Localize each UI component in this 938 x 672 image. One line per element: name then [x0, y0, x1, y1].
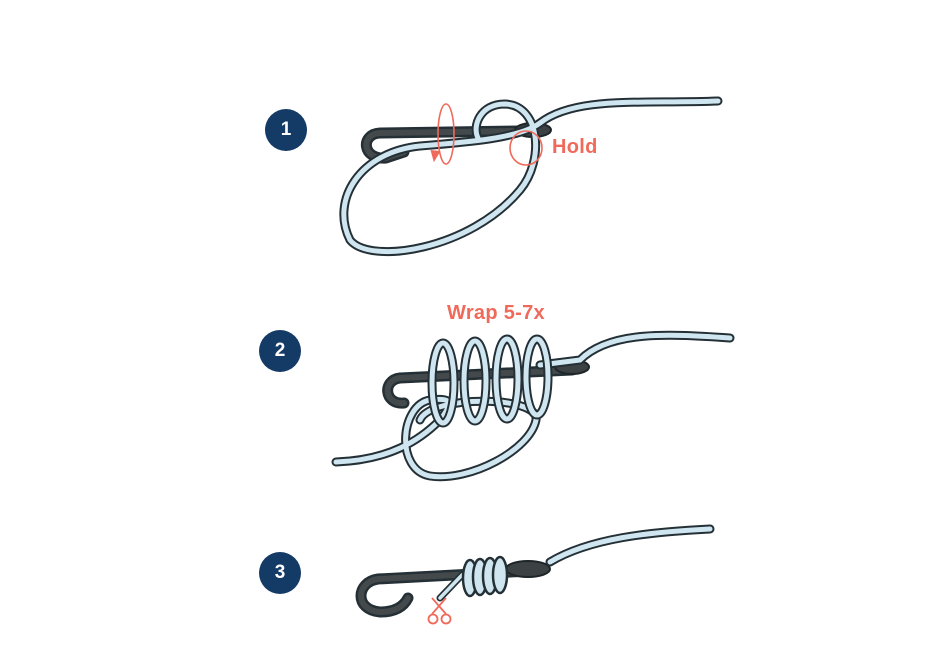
- step-3-badge: 3: [259, 552, 301, 594]
- rotation-arrow-icon: [430, 103, 455, 165]
- scissors-icon: [427, 597, 452, 625]
- step-3-illustration: [355, 524, 715, 625]
- finished-knot: [461, 555, 509, 598]
- step-2-badge: 2: [259, 330, 301, 372]
- wrap-coils: [427, 334, 553, 428]
- wrap-callout: Wrap 5-7x: [447, 302, 545, 324]
- step-1-illustration: [339, 96, 723, 256]
- hold-callout: Hold: [552, 136, 598, 158]
- step-1-badge: 1: [265, 109, 307, 151]
- step-2-illustration: [331, 330, 735, 482]
- hold-circle-icon: [509, 130, 543, 166]
